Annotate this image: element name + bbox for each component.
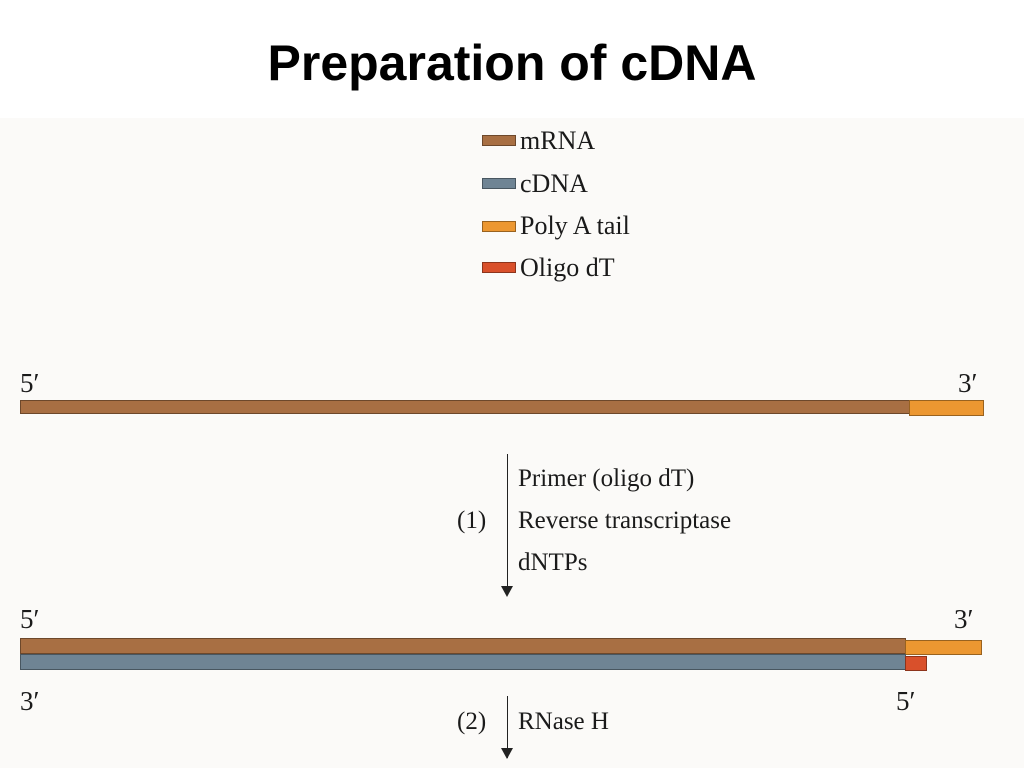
legend-swatch-mrna bbox=[482, 135, 516, 146]
legend-label-mrna: mRNA bbox=[520, 126, 596, 155]
cdna-diagram: mRNA cDNA Poly A tail Oligo dT 5′ 3′ (1)… bbox=[0, 118, 1024, 768]
step1-number: (1) bbox=[457, 507, 487, 534]
stage2-top-3prime-label: 3′ bbox=[954, 604, 974, 634]
poly-a-tail bbox=[909, 400, 984, 416]
legend-label-cdna: cDNA bbox=[520, 169, 588, 198]
step2-arrow-head bbox=[501, 748, 513, 759]
step1-arrow bbox=[507, 454, 508, 592]
step2-arrow bbox=[507, 696, 508, 758]
step1-arrow-head bbox=[501, 586, 513, 597]
cdna-strand bbox=[20, 654, 906, 670]
stage2-bottom-5prime-label: 5′ bbox=[896, 686, 916, 716]
slide-title: Preparation of cDNA bbox=[267, 35, 757, 91]
step2-line-rnase-h: RNase H bbox=[518, 708, 609, 735]
stage1-3prime-label: 3′ bbox=[958, 368, 978, 398]
poly-a-tail-hybrid bbox=[905, 640, 982, 655]
step2-number: (2) bbox=[457, 708, 487, 735]
stage2-top-5prime-label: 5′ bbox=[20, 604, 40, 634]
legend-label-oligo-dt: Oligo dT bbox=[520, 253, 615, 282]
legend-label-poly-a-tail: Poly A tail bbox=[520, 211, 630, 240]
step1-line-primer: Primer (oligo dT) bbox=[518, 465, 695, 492]
stage2-bottom-3prime-label: 3′ bbox=[20, 686, 40, 716]
stage1-5prime-label: 5′ bbox=[20, 368, 40, 398]
mrna-strand-hybrid bbox=[20, 638, 906, 654]
step1-line-dntps: dNTPs bbox=[518, 549, 588, 576]
legend-swatch-poly-a-tail bbox=[482, 221, 516, 232]
oligo-dt-primer bbox=[905, 656, 927, 671]
legend-swatch-oligo-dt bbox=[482, 262, 516, 273]
mrna-strand bbox=[20, 400, 910, 414]
legend-swatch-cdna bbox=[482, 178, 516, 189]
step1-line-reverse-transcriptase: Reverse transcriptase bbox=[518, 507, 732, 534]
